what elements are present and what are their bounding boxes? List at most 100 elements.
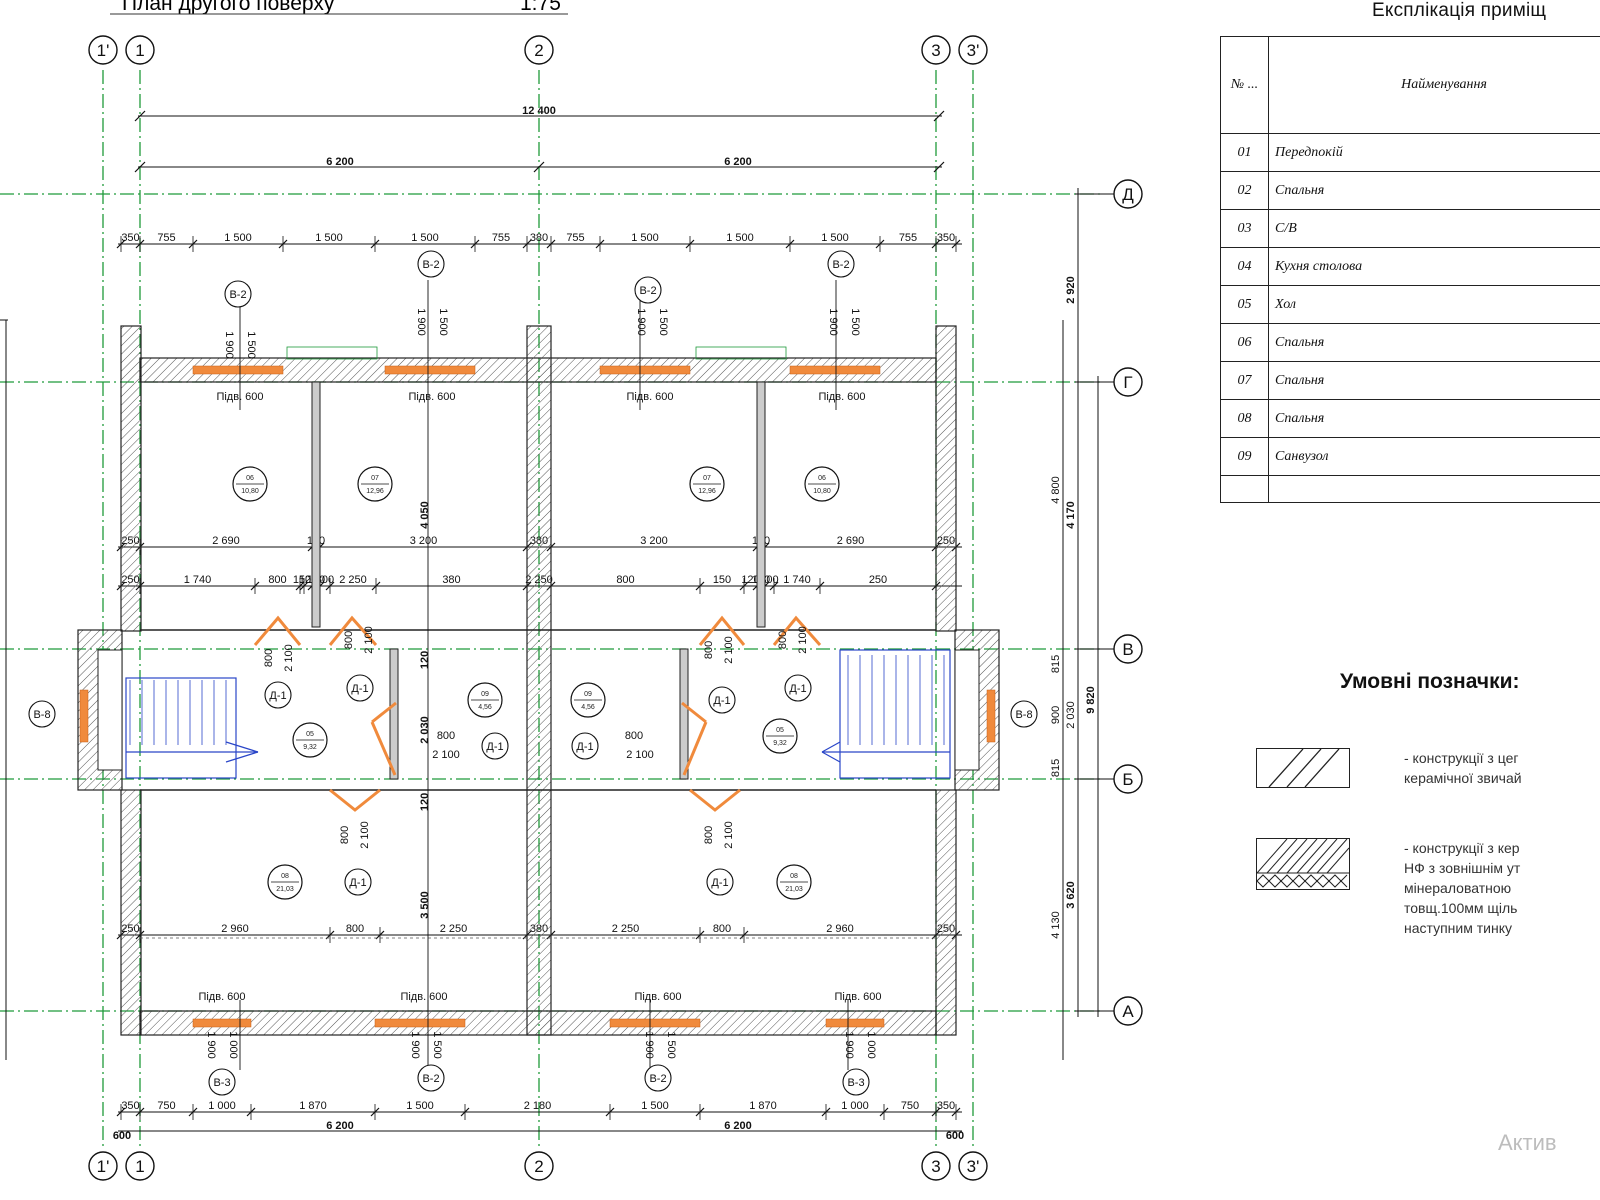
window-openings: [79, 365, 996, 1028]
interior-dim-label: 120: [419, 793, 431, 811]
axis-label-1-top: 1: [135, 41, 144, 60]
schedule-row-name: Спальня: [1268, 171, 1600, 210]
dim-right-4130: 4 130: [1050, 911, 1062, 939]
mark-circle: [208, 1068, 236, 1096]
window-height-label: 1 900: [827, 308, 839, 336]
dim-top-chain: 1 500: [224, 232, 252, 244]
dim-lower-rooms: 2 250: [612, 923, 640, 935]
axis-label-2-bottom: 2: [534, 1157, 543, 1176]
schedule-row-name: Санвузол: [1268, 437, 1600, 476]
room-tag-area: 21,03: [785, 886, 803, 893]
element-mark: В-2: [639, 285, 656, 297]
dim-corridor-chain: 800: [616, 574, 634, 586]
sill-height-label: Підв. 600: [408, 391, 455, 403]
sill-height-label: Підв. 600: [198, 991, 245, 1003]
interior-dim-label: 2 030: [419, 716, 431, 744]
schedule-row-num: 06: [1220, 323, 1269, 362]
door-size-label: 2 100: [432, 749, 460, 761]
element-mark: В-2: [832, 259, 849, 271]
floor-plan-drawing: План другого поверху 1:75 1' 1 2 3 3' 1'…: [0, 0, 1143, 1181]
interior-dim-label: 4 050: [419, 501, 431, 529]
room-tag-number: 09: [481, 691, 489, 698]
dim-bottom-chain: 1 500: [641, 1100, 669, 1112]
room-tag-number: 05: [306, 731, 314, 738]
dim-corridor-chain: 380: [442, 574, 460, 586]
legend-line: - конструкції з кер: [1404, 840, 1520, 856]
schedule-row-num: 08: [1220, 399, 1269, 438]
dim-right-900: 900: [1050, 706, 1062, 724]
dim-top-chain: 755: [157, 232, 175, 244]
element-mark: Д-1: [269, 690, 286, 702]
dim-bottom-chain: 1 000: [208, 1100, 236, 1112]
door-size-label: 2 100: [363, 626, 375, 654]
sill-height-label: Підв. 600: [400, 991, 447, 1003]
axis-label-1prime-top: 1': [97, 41, 110, 60]
schedule-row-name: С/В: [1268, 209, 1600, 248]
schedule-row-name: Передпокій: [1268, 133, 1600, 172]
window-height-label: 1 900: [643, 1031, 655, 1059]
window-height-label: 1 500: [245, 331, 257, 359]
dim-corridor-chain: 150: [713, 574, 731, 586]
building-walls: [77, 325, 1000, 1036]
dim-top-chain: 755: [899, 232, 917, 244]
window-height-label: 1 500: [657, 308, 669, 336]
element-mark: Д-1: [351, 683, 368, 695]
schedule-row-name: Хол: [1268, 285, 1600, 324]
door-size-label: 2 100: [797, 626, 809, 654]
room-tag-number: 08: [281, 873, 289, 880]
room-tag-number: 07: [371, 475, 379, 482]
mark-circle: [224, 280, 252, 308]
dim-corridor-chain: 120: [741, 574, 759, 586]
window-height-label: 1 900: [223, 331, 235, 359]
dim-corridor-chain: 800: [268, 574, 286, 586]
element-mark: В-2: [229, 289, 246, 301]
dimension-ticks: [134, 110, 945, 173]
axis-label-1-bottom: 1: [135, 1157, 144, 1176]
axis-label-2-top: 2: [534, 41, 543, 60]
sill-height-label: Підв. 600: [626, 391, 673, 403]
legend: Умовні позначки: - конструкції з цег кер…: [1256, 670, 1600, 936]
dim-lower-rooms: 2 960: [221, 923, 249, 935]
stair-left: [125, 677, 259, 779]
dim-bottom-half-left: 6 200: [326, 1120, 354, 1132]
room-tag-area: 9,32: [773, 740, 787, 747]
door-size-label: 800: [263, 649, 275, 667]
schedule-row-num: 04: [1220, 247, 1269, 286]
room-tag-area: 9,32: [303, 744, 317, 751]
legend-line: керамічної звичай: [1404, 770, 1522, 786]
room-tag-area: 10,80: [241, 488, 259, 495]
dim-bottom-end-right: 600: [946, 1130, 964, 1142]
window-height-label: 1 500: [431, 1031, 443, 1059]
window-height-label: 1 900: [843, 1031, 855, 1059]
dim-bottom-chain: 2 180: [524, 1100, 552, 1112]
dim-bottom-chain: 1 000: [841, 1100, 869, 1112]
dim-upper-rooms: 2 690: [837, 535, 865, 547]
window-height-label: 1 900: [409, 1031, 421, 1059]
door-size-label: 2 100: [723, 636, 735, 664]
mark-circle: [1010, 700, 1038, 728]
room-tag-number: 09: [584, 691, 592, 698]
dim-upper-rooms: 3 200: [640, 535, 668, 547]
element-mark: Д-1: [486, 741, 503, 753]
stair-right: [821, 649, 951, 779]
schedule-row-name: Спальня: [1268, 361, 1600, 400]
dim-top-chain: 1 500: [411, 232, 439, 244]
room-tags: 0610,800712,960712,960610,80059,32094,56…: [232, 466, 840, 900]
axis-label-3prime-bottom: 3': [967, 1157, 980, 1176]
door-size-label: 2 100: [359, 821, 371, 849]
door-size-label: 800: [339, 826, 351, 844]
element-mark: Д-1: [713, 695, 730, 707]
element-mark: В-3: [847, 1077, 864, 1089]
schedule-row-name: Спальня: [1268, 323, 1600, 362]
mark-circle: [827, 250, 855, 278]
dim-right-3620: 3 620: [1065, 881, 1077, 909]
element-mark: В-2: [422, 1073, 439, 1085]
window-height-label: 1 500: [665, 1031, 677, 1059]
dim-overall: 12 400: [522, 105, 556, 117]
